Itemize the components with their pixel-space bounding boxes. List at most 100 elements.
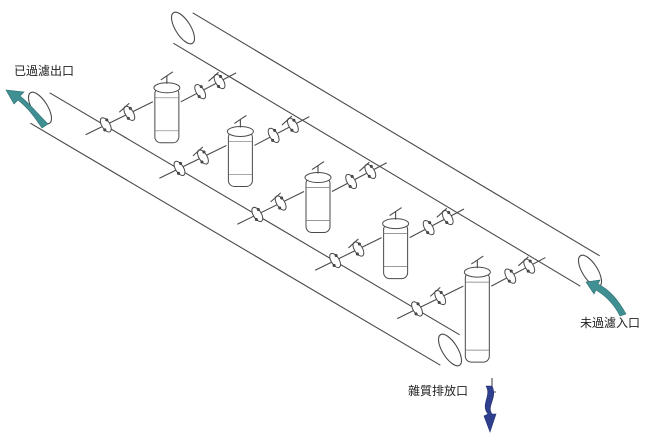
flange-bolt (445, 221, 449, 225)
valve-lever (270, 192, 282, 203)
flange-bolt (355, 252, 359, 256)
valve-lever (358, 161, 370, 172)
flange-bolt (178, 161, 182, 165)
inlet-spool (331, 162, 387, 193)
valve-lever (429, 286, 441, 297)
flange (173, 160, 186, 177)
flange (352, 241, 365, 257)
flange-bolt (528, 259, 532, 263)
flange-bolt (256, 207, 260, 211)
vent-handle (234, 114, 247, 128)
filter-unit-3 (237, 161, 387, 234)
flange-bolt (526, 269, 530, 273)
flange (523, 258, 536, 274)
impurity-drain-label: 雜質排放口 (408, 384, 469, 398)
flange (504, 268, 517, 284)
flange-bolt (369, 164, 373, 168)
outlet-spool (237, 191, 305, 225)
wavy-arrow-down-icon (483, 385, 497, 433)
filter-unit-1 (85, 71, 237, 144)
flange-bolt (428, 221, 432, 225)
flange-bolt (439, 290, 443, 294)
housing-band (306, 187, 331, 221)
outlet-spool (396, 285, 464, 320)
valve-lever (118, 102, 130, 113)
flange-bolt (507, 279, 511, 283)
inlet-spool (254, 116, 310, 146)
flange-bolt (219, 75, 223, 79)
flange-bolt (437, 300, 441, 304)
flange (197, 149, 209, 165)
flange (251, 206, 264, 223)
outlet-spool (159, 144, 227, 179)
flange-bolt (254, 217, 258, 221)
outlet-spool (314, 237, 382, 271)
vent-handle (471, 255, 484, 269)
flange (213, 73, 226, 90)
flange (441, 209, 454, 226)
flange-bolt (278, 206, 282, 210)
flange-bolt (426, 231, 430, 235)
flange-bolt (447, 211, 451, 215)
filter-cap (304, 172, 332, 184)
housing-band (228, 141, 253, 175)
flange (267, 127, 280, 143)
housing-band (154, 97, 179, 132)
filtered-outlet-label: 已過濾出口 (14, 64, 75, 78)
flange-bolt (292, 118, 296, 122)
flange-bolt (128, 106, 132, 110)
filter-housing (227, 130, 253, 187)
valve-lever (436, 207, 448, 218)
flange (194, 84, 207, 100)
filter-cap (153, 82, 181, 94)
unfiltered-inlet-label: 未過濾入口 (580, 316, 641, 330)
outlet-spool (85, 101, 154, 136)
flange-bolt (350, 174, 354, 178)
vent-handle (389, 207, 402, 220)
filter-cap (382, 218, 410, 230)
flange (364, 163, 377, 180)
filter-housing (383, 223, 409, 280)
flange-bolt (200, 160, 204, 164)
inlet-spool (491, 257, 546, 287)
flange-bolt (103, 128, 107, 132)
flange-bolt (273, 128, 277, 132)
filter-housing (305, 177, 331, 234)
flow-arrows (5, 89, 627, 433)
housing-band (465, 281, 490, 351)
curved-arrow-left-icon (5, 89, 49, 129)
vent-handle (160, 71, 174, 84)
flange-bolt (105, 118, 109, 122)
flange-bolt (271, 138, 275, 142)
inlet-spool (180, 72, 237, 103)
valve-lever (281, 115, 293, 126)
flange-bolt (334, 253, 338, 257)
flange-bolt (197, 95, 201, 99)
flange (329, 252, 342, 269)
filter-unit-2 (159, 114, 310, 187)
flange (286, 117, 299, 133)
flange-bolt (217, 85, 221, 89)
valve-lever (208, 71, 219, 82)
filter-unit-5 (396, 255, 546, 363)
flange-bolt (357, 242, 361, 246)
valve-lever (518, 256, 529, 267)
filter-housing (154, 87, 180, 144)
flange-bolt (176, 171, 180, 175)
flange-bolt (290, 128, 294, 132)
flange (411, 301, 423, 317)
flange-bolt (414, 312, 418, 316)
flange-bolt (202, 150, 206, 154)
back-header-pipe-edge (173, 12, 600, 287)
flange (123, 105, 136, 121)
flange-bolt (348, 184, 352, 188)
front-header-pipe-end-cap (437, 333, 463, 367)
curved-arrow-up-left-icon (585, 279, 627, 317)
inlet-spool (409, 208, 465, 239)
flange (274, 195, 287, 211)
back-header-pipe-start-cap (170, 11, 196, 45)
flange-bolt (416, 302, 420, 306)
filter-unit-4 (314, 207, 465, 280)
